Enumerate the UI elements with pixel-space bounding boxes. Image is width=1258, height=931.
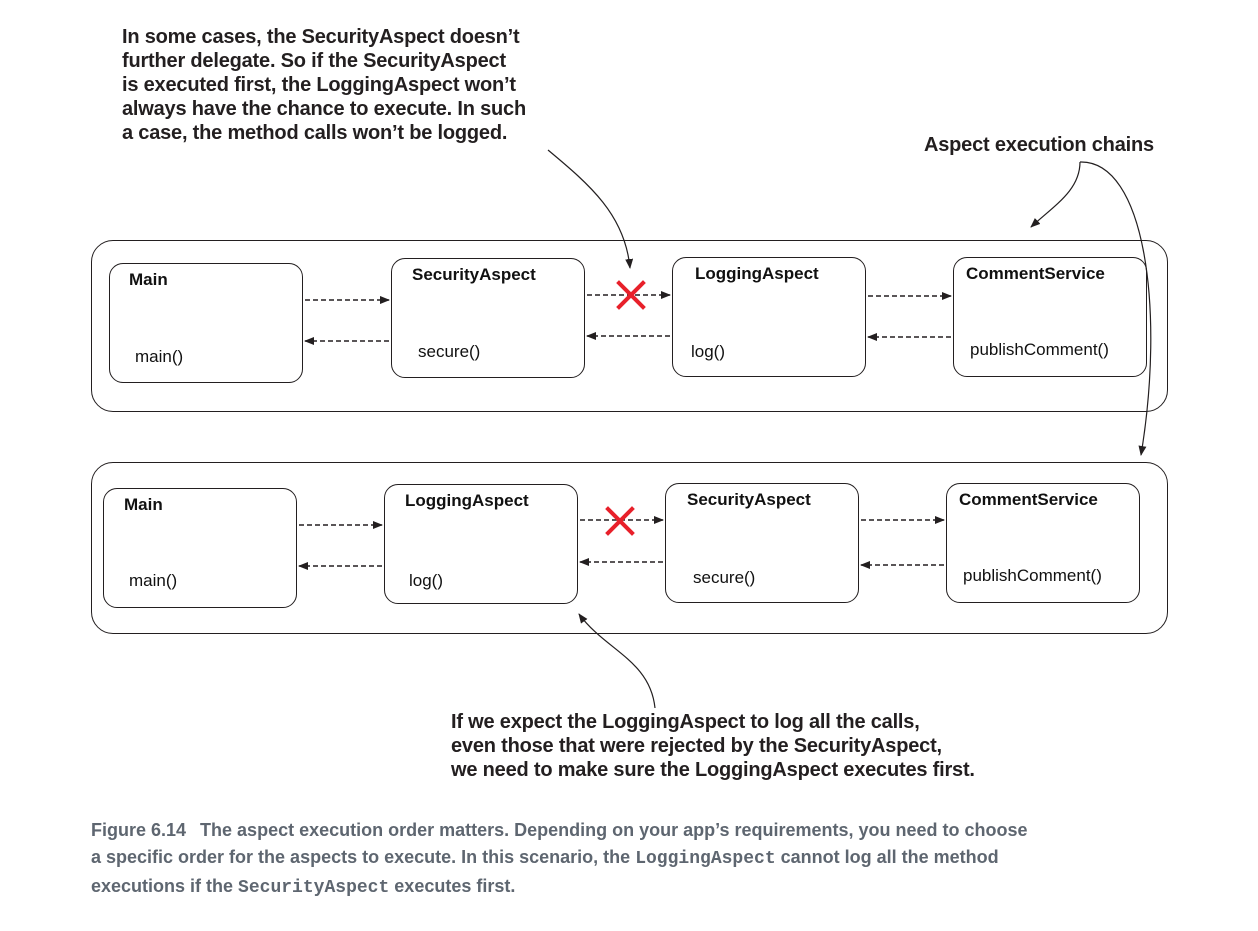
box-title: SecurityAspect <box>412 265 536 284</box>
caption-line-1: Figure 6.14 The aspect execution order ma… <box>91 817 1201 844</box>
annotation-leader-top-left <box>547 149 634 269</box>
box-method: log() <box>691 342 726 361</box>
annotation-line: Aspect execution chains <box>924 134 1154 156</box>
annotation-line: further delegate. So if the SecurityAspe… <box>122 50 506 72</box>
box-method: log() <box>409 571 444 590</box>
chain-2-box-comment-service: CommentService publishComment() <box>946 483 1140 603</box>
box-method: secure() <box>693 568 756 587</box>
annotation-top-right: Aspect execution chains <box>924 133 1154 157</box>
caption-line-2: a specific order for the aspects to exec… <box>91 844 1201 873</box>
annotation-line: is executed first, the LoggingAspect won… <box>122 74 516 96</box>
chain-1-box-security-aspect: SecurityAspect secure() <box>391 258 585 378</box>
caption-text: a specific order for the aspects to exec… <box>91 847 631 867</box>
box-method: main() <box>135 347 184 366</box>
annotation-line: we need to make sure the LoggingAspect e… <box>451 759 975 781</box>
box-title: Main <box>129 270 168 289</box>
box-method: secure() <box>418 342 481 361</box>
box-title: LoggingAspect <box>695 264 819 283</box>
figure-caption: Figure 6.14 The aspect execution order ma… <box>91 817 1201 902</box>
box-title: LoggingAspect <box>405 491 529 510</box>
blocked-x-mark-chain-2 <box>605 506 635 536</box>
caption-code: SecurityAspect <box>238 878 390 898</box>
caption-text: executes first. <box>394 876 516 896</box>
blocked-x-mark-chain-1 <box>616 280 646 310</box>
caption-text: executions if the <box>91 876 234 896</box>
caption-line-3: executions if the SecurityAspect execute… <box>91 873 1201 902</box>
annotation-line: even those that were rejected by the Sec… <box>451 735 942 757</box>
figure-label: Figure 6.14 <box>91 820 187 840</box>
chain-2-box-logging-aspect: LoggingAspect log() <box>384 484 578 604</box>
box-title: CommentService <box>966 264 1105 283</box>
annotation-line: In some cases, the SecurityAspect doesn’… <box>122 26 520 48</box>
caption-code: LoggingAspect <box>635 849 776 869</box>
annotation-line: a case, the method calls won’t be logged… <box>122 122 508 144</box>
box-title: CommentService <box>959 490 1098 509</box>
annotation-leader-chain-2 <box>1079 161 1152 456</box>
chain-2-box-main: Main main() <box>103 488 297 608</box>
box-title: SecurityAspect <box>687 490 811 509</box>
annotation-bottom: If we expect the LoggingAspect to log al… <box>451 710 975 782</box>
annotation-line: If we expect the LoggingAspect to log al… <box>451 711 920 733</box>
chain-2-box-security-aspect: SecurityAspect secure() <box>665 483 859 603</box>
chain-1-box-comment-service: CommentService publishComment() <box>953 257 1147 377</box>
annotation-leader-bottom <box>578 613 656 709</box>
annotation-leader-chain-1 <box>1030 161 1081 228</box>
box-method: publishComment() <box>970 340 1109 359</box>
annotation-line: always have the chance to execute. In su… <box>122 98 526 120</box>
chain-1-box-main: Main main() <box>109 263 303 383</box>
box-method: publishComment() <box>963 566 1102 585</box>
caption-text: cannot log all the method <box>780 847 999 867</box>
box-method: main() <box>129 571 178 590</box>
annotation-top-left: In some cases, the SecurityAspect doesn’… <box>122 25 526 145</box>
caption-text: The aspect execution order matters. Depe… <box>200 820 1028 840</box>
box-title: Main <box>124 495 163 514</box>
chain-1-box-logging-aspect: LoggingAspect log() <box>672 257 866 377</box>
